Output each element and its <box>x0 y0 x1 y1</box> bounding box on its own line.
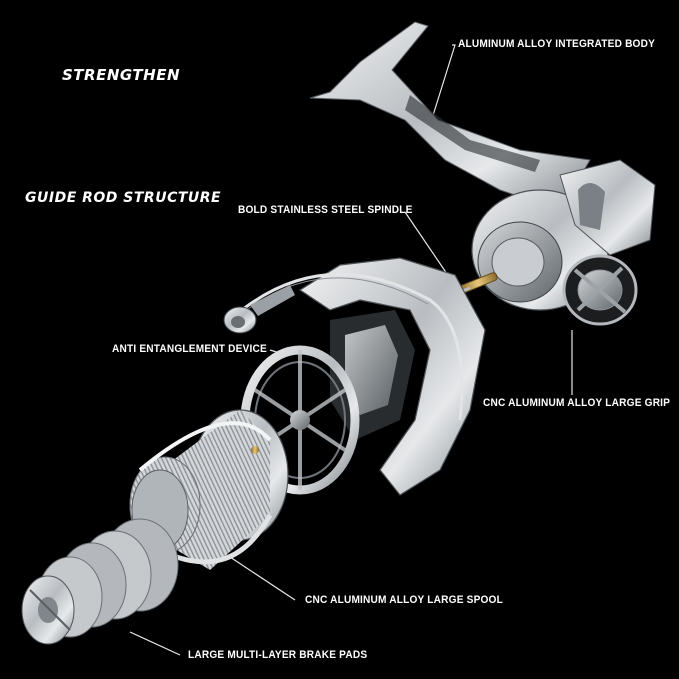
anti-tangle-callout: ANTI ENTANGLEMENT DEVICE <box>112 343 267 355</box>
reel-body-part <box>309 21 656 326</box>
brake-callout: LARGE MULTI-LAYER BRAKE PADS <box>188 649 368 661</box>
brake-leader-line <box>129 631 181 656</box>
body-leader-line <box>429 44 456 126</box>
spool-callout: CNC ALUMINUM ALLOY LARGE SPOOL <box>305 594 503 606</box>
spindle-callout: BOLD STAINLESS STEEL SPINDLE <box>238 204 413 216</box>
brake-pads-part <box>21 518 179 645</box>
spool-leader-line <box>229 556 296 601</box>
body-callout: ALUMINUM ALLOY INTEGRATED BODY <box>458 38 656 50</box>
strengthen-heading: STRENGTHEN <box>62 66 181 84</box>
grip-callout: CNC ALUMINUM ALLOY LARGE GRIP <box>483 397 671 409</box>
spool-part <box>129 409 289 570</box>
guide-rod-heading: GUIDE ROD STRUCTURE <box>25 190 222 206</box>
